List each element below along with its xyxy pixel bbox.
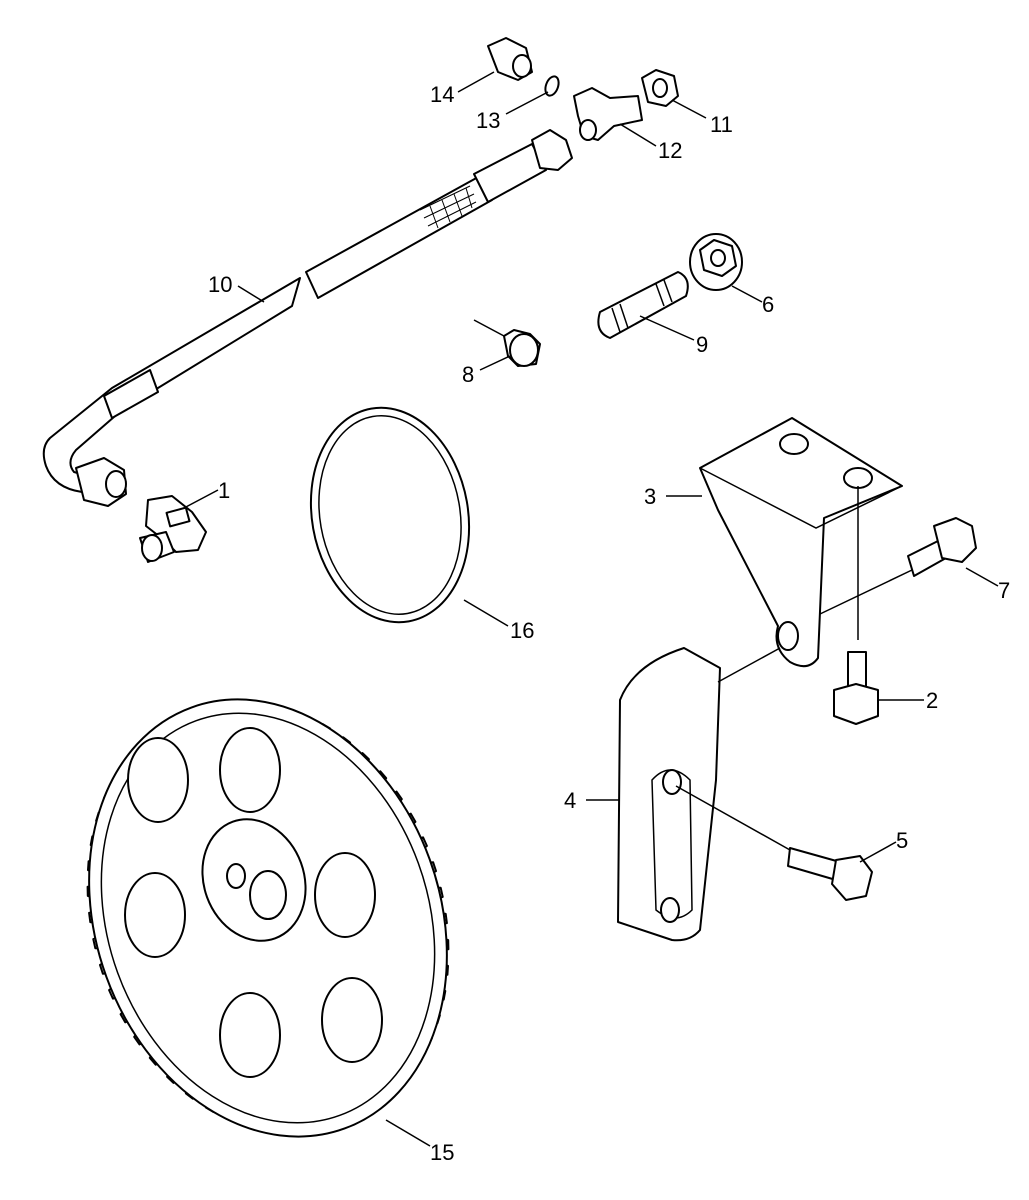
callout-3: 3 (644, 484, 656, 509)
braided-hose-hatch (419, 185, 477, 229)
bolt-5 (787, 847, 873, 901)
o-ring-inner (318, 415, 462, 615)
elbow-flat (165, 506, 191, 528)
gear-lightening-hole (219, 727, 281, 813)
o-ring-16 (309, 406, 471, 624)
seal-ring-13 (544, 75, 560, 97)
gear-lightening-hole (314, 852, 376, 938)
gear-lightening-hole (124, 872, 186, 958)
gear-center-bore (249, 870, 287, 920)
pipe-lower-nut-bore (105, 470, 127, 498)
callout-8: 8 (462, 362, 474, 387)
adapter-14 (487, 37, 533, 81)
callout-13: 13 (476, 108, 500, 133)
adapter-end (512, 54, 532, 78)
nut-11 (641, 69, 679, 107)
flange-nut-bore (710, 249, 726, 267)
pipe-upper-ferrule (473, 143, 547, 203)
callout-5: 5 (896, 828, 908, 853)
oil-pipe-10 (42, 129, 573, 507)
stud-9 (597, 271, 689, 339)
callout-7: 7 (998, 578, 1010, 603)
bolt-hex-head (831, 855, 873, 901)
bracket-hole (779, 433, 809, 455)
pipe-lower-ferrule (103, 369, 159, 419)
callout-12: 12 (658, 138, 682, 163)
gear-web (100, 712, 436, 1124)
arm-upper-hole (662, 769, 682, 795)
leader-lines (183, 71, 999, 1147)
gear-lightening-hole (321, 977, 383, 1063)
bolt-hex-head (833, 683, 879, 725)
bolt-hex-head (933, 517, 977, 563)
gear-pin-hole (226, 863, 246, 889)
callout-9: 9 (696, 332, 708, 357)
bolt-shank (787, 847, 841, 881)
callout-11: 11 (710, 112, 733, 137)
callout-10: 10 (208, 272, 232, 297)
callout-6: 6 (762, 292, 774, 317)
gear-lightening-hole (219, 992, 281, 1078)
bolt-7 (907, 517, 977, 577)
bracket-pivot-hole (777, 621, 799, 651)
pipe-upper-section (305, 175, 493, 299)
pipe-upper-nut (531, 129, 573, 171)
callout-1: 1 (218, 478, 230, 503)
elbow-union-1 (139, 495, 207, 563)
arm-lower-hole (660, 897, 680, 923)
o-ring-outer (309, 406, 471, 624)
tee-fitting-12 (573, 87, 643, 141)
callout-labels: 1 2 3 4 5 6 7 8 9 10 11 12 13 14 15 16 (208, 82, 1010, 1165)
gear-lightening-hole (127, 737, 189, 823)
bracket-3 (699, 417, 913, 668)
gear-15 (86, 698, 450, 1138)
stud-body (597, 271, 689, 339)
callout-14: 14 (430, 82, 454, 107)
callout-16: 16 (510, 618, 534, 643)
bracket-bend (699, 467, 903, 529)
bolt-2 (833, 651, 879, 725)
bracket-hole (843, 467, 873, 489)
plug-8 (473, 319, 541, 367)
bracket-plate (699, 417, 903, 668)
pipe-lower-section (42, 277, 301, 493)
tee-port (579, 119, 597, 141)
plug-head (509, 333, 539, 367)
callout-2: 2 (926, 688, 938, 713)
callout-4: 4 (564, 788, 576, 813)
flange-nut-6 (689, 233, 743, 291)
nut-bore (652, 78, 668, 98)
callout-15: 15 (430, 1140, 454, 1165)
arm-4 (617, 647, 791, 942)
elbow-thread-end (141, 534, 163, 562)
